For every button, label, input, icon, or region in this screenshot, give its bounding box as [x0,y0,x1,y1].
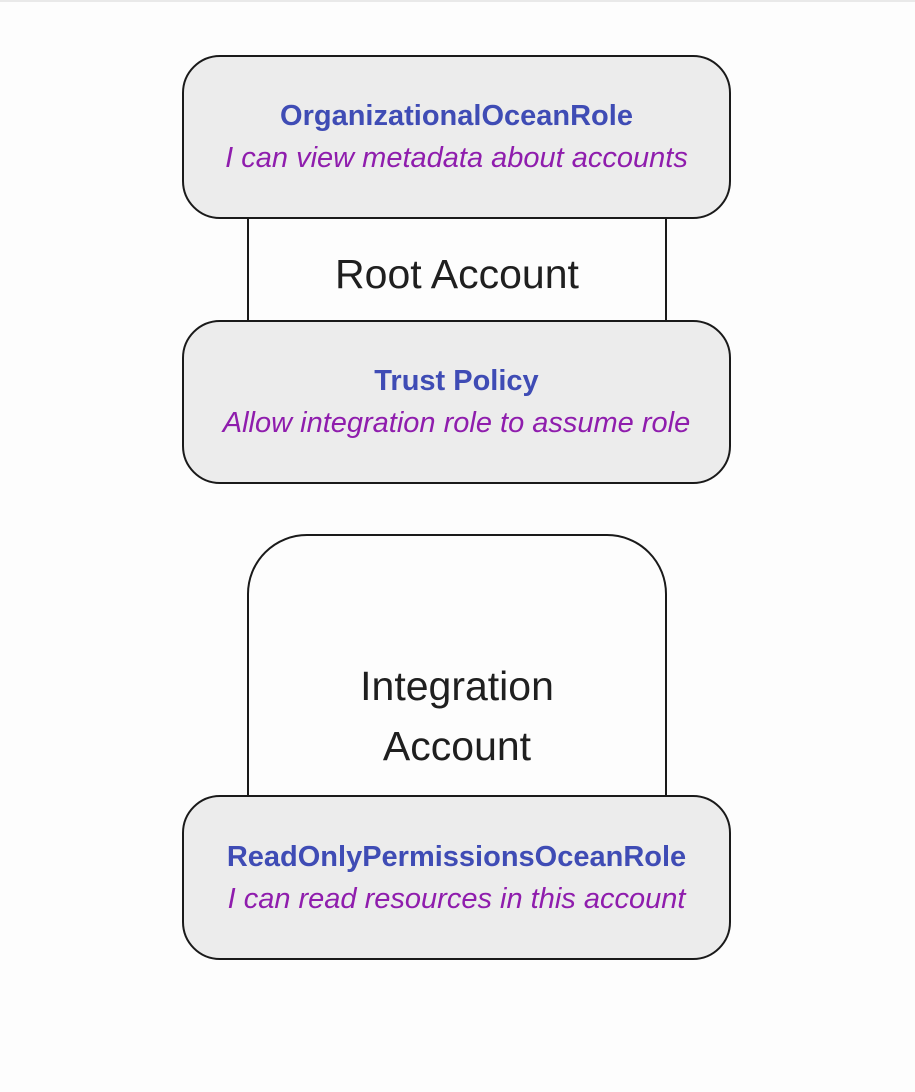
integration-account-label-text: Integration Account [360,663,554,769]
node-readonly-permissions-ocean-role: ReadOnlyPermissionsOceanRole I can read … [182,795,731,960]
node-organizational-ocean-role: OrganizationalOceanRole I can view metad… [182,55,731,219]
organizational-ocean-role-subtitle: I can view metadata about accounts [225,142,688,174]
root-account-label: Root Account [335,251,579,297]
organizational-ocean-role-title: OrganizationalOceanRole [280,100,633,132]
trust-policy-title: Trust Policy [374,365,539,397]
node-trust-policy: Trust Policy Allow integration role to a… [182,320,731,484]
integration-account-label: Integration Account [249,656,665,776]
trust-policy-subtitle: Allow integration role to assume role [222,407,691,439]
readonly-permissions-ocean-role-subtitle: I can read resources in this account [227,882,686,915]
page-top-divider [0,0,915,2]
readonly-permissions-ocean-role-title: ReadOnlyPermissionsOceanRole [226,840,687,873]
